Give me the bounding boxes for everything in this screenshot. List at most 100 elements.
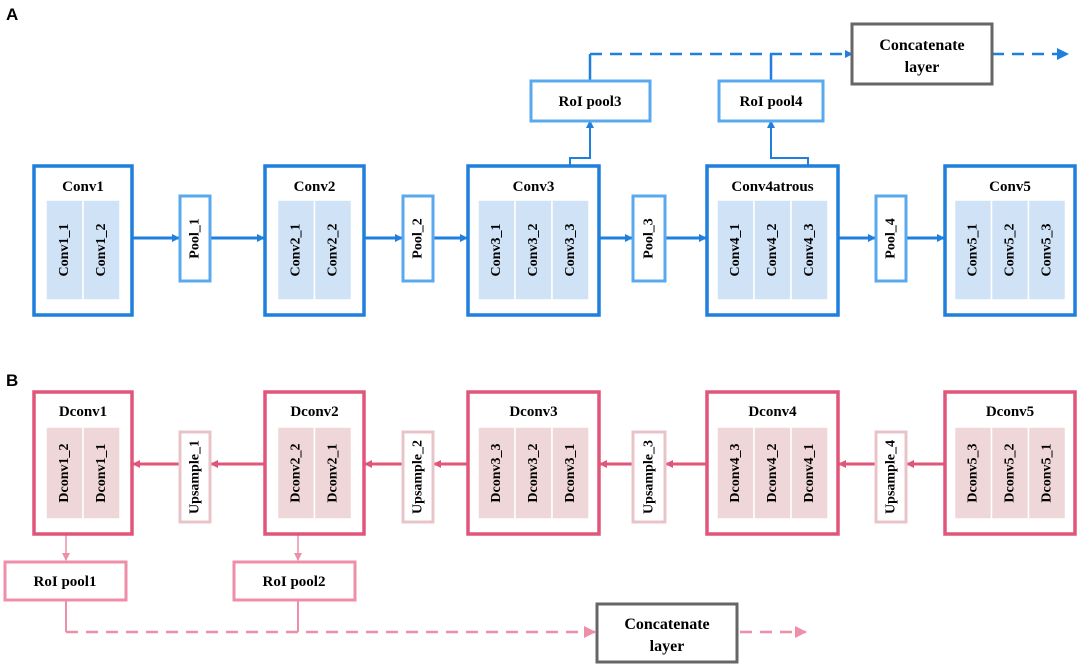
layer-label-dconv1-2: Dconv1_2 xyxy=(57,443,72,502)
connector-pool-4: Pool_4 xyxy=(874,194,908,283)
roi-pool1-box: RoI pool1 xyxy=(3,560,128,602)
concatenate-layer-b: Concatenate layer xyxy=(595,602,739,664)
connector-frame xyxy=(401,194,435,283)
concat-a-line1: Concatenate xyxy=(879,37,964,54)
connector-label: Pool_4 xyxy=(884,218,899,258)
layer-label-conv1-2: Conv1_2 xyxy=(94,224,109,277)
block-title: Dconv1 xyxy=(59,404,107,420)
layer-cell xyxy=(1027,199,1067,301)
layer-cell xyxy=(313,426,353,520)
layer-label-dconv3-3: Dconv3_3 xyxy=(489,443,504,502)
connector-upsample-4: Upsample_4 xyxy=(874,430,908,524)
block-title: Conv2 xyxy=(294,179,336,195)
connector-label: Pool_3 xyxy=(642,218,657,258)
layer-cell xyxy=(551,199,590,301)
layer-cell xyxy=(313,199,353,301)
layer-label-dconv4-3: Dconv4_3 xyxy=(728,443,743,502)
connector-label: Upsample_1 xyxy=(188,440,203,514)
block-title: Dconv3 xyxy=(509,404,557,420)
roi-pool3-box: RoI pool3 xyxy=(529,79,652,123)
layer-cell xyxy=(990,426,1030,520)
layer-cell xyxy=(82,426,121,520)
connector-pool-2: Pool_2 xyxy=(401,194,435,283)
layer-label-dconv4-2: Dconv4_2 xyxy=(765,443,780,502)
block-title: Conv3 xyxy=(513,179,555,195)
layer-label-conv3-1: Conv3_1 xyxy=(489,224,504,277)
layer-cell xyxy=(716,199,755,301)
connector-frame xyxy=(631,430,667,524)
roi-pool4-label: RoI pool4 xyxy=(740,94,803,110)
layer-label-conv3-3: Conv3_3 xyxy=(563,224,578,277)
layer-cell xyxy=(953,199,993,301)
concat-b-line1: Concatenate xyxy=(624,616,709,633)
block-title: Conv1 xyxy=(62,179,104,195)
layer-cell xyxy=(551,426,590,520)
connector-pool-3: Pool_3 xyxy=(631,194,667,283)
panel-b-roi-flow xyxy=(62,534,807,638)
connector-label: Upsample_3 xyxy=(642,440,657,514)
layer-label-dconv5-3: Dconv5_3 xyxy=(966,443,981,502)
layer-label-dconv1-1: Dconv1_1 xyxy=(94,443,109,502)
connector-label: Pool_2 xyxy=(411,218,426,258)
layer-cell xyxy=(990,199,1030,301)
concatenate-layer-a: Concatenate layer xyxy=(850,22,994,86)
connector-frame xyxy=(178,430,212,524)
layer-cell xyxy=(753,199,792,301)
layer-label-dconv2-1: Dconv2_1 xyxy=(326,443,341,502)
layer-label-dconv3-2: Dconv3_2 xyxy=(526,443,541,502)
connector-frame xyxy=(874,430,908,524)
concat-b-line2: layer xyxy=(650,638,685,655)
layer-cell xyxy=(276,199,316,301)
block-title: Conv5 xyxy=(989,179,1031,195)
layer-label-conv2-2: Conv2_2 xyxy=(326,224,341,277)
layer-cell xyxy=(82,199,121,301)
layer-label-conv3-2: Conv3_2 xyxy=(526,224,541,277)
layer-label-conv4-3: Conv4_3 xyxy=(802,224,817,277)
roi-pool2-box: RoI pool2 xyxy=(232,560,357,602)
concat-a-line2: layer xyxy=(905,59,940,76)
connector-frame xyxy=(178,194,212,283)
layer-label-dconv3-1: Dconv3_1 xyxy=(563,443,578,502)
panel-a-label: A xyxy=(6,5,18,24)
layer-cell xyxy=(790,199,829,301)
layer-label-conv2-1: Conv2_1 xyxy=(289,224,304,277)
layer-cell xyxy=(477,426,516,520)
layer-label-conv5-3: Conv5_3 xyxy=(1040,224,1055,277)
layer-label-conv4-2: Conv4_2 xyxy=(765,224,780,277)
connector-frame xyxy=(874,194,908,283)
panel-b-label: B xyxy=(6,371,18,390)
block-title: Conv4atrous xyxy=(731,179,813,195)
connector-label: Upsample_4 xyxy=(884,440,899,514)
roi-pool2-label: RoI pool2 xyxy=(263,574,326,590)
connector-frame xyxy=(631,194,667,283)
layer-cell xyxy=(1027,426,1067,520)
layer-label-dconv4-1: Dconv4_1 xyxy=(802,443,817,502)
block-title: Dconv5 xyxy=(986,404,1034,420)
layer-label-dconv5-1: Dconv5_1 xyxy=(1040,443,1055,502)
roi-pool3-label: RoI pool3 xyxy=(559,94,622,110)
layer-label-dconv2-2: Dconv2_2 xyxy=(289,443,304,502)
connector-upsample-1: Upsample_1 xyxy=(178,430,212,524)
connector-upsample-3: Upsample_3 xyxy=(631,430,667,524)
layer-label-conv4-1: Conv4_1 xyxy=(728,224,743,277)
layer-label-conv5-1: Conv5_1 xyxy=(966,224,981,277)
connector-pool-1: Pool_1 xyxy=(178,194,212,283)
layer-label-conv1-1: Conv1_1 xyxy=(57,224,72,277)
block-title: Dconv2 xyxy=(290,404,338,420)
connector-frame xyxy=(401,430,435,524)
layer-cell xyxy=(514,199,553,301)
layer-cell xyxy=(790,426,829,520)
layer-label-conv5-2: Conv5_2 xyxy=(1003,224,1018,277)
layer-cell xyxy=(753,426,792,520)
connector-label: Pool_1 xyxy=(188,218,203,258)
